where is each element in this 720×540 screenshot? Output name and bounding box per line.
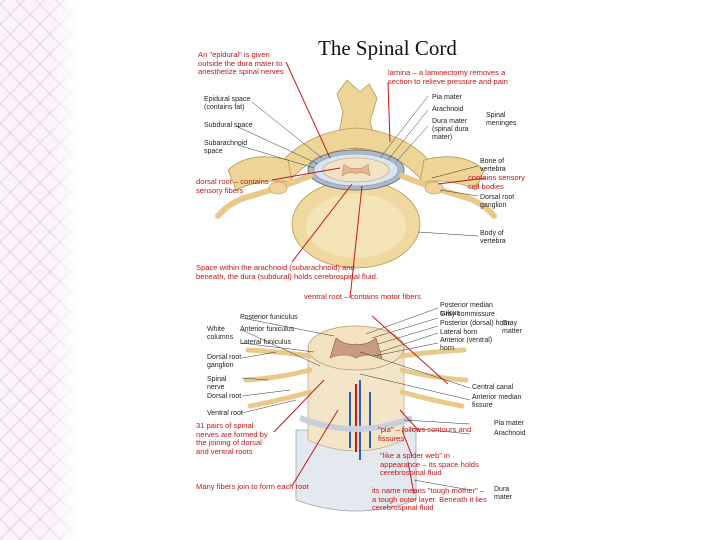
red-leader-lines: [271, 61, 487, 495]
dura-note: its name means "tough mother" – a tough …: [372, 486, 487, 513]
arachnoid-bottom-label: Arachnoid: [494, 430, 526, 437]
transverse-process-right: [419, 156, 485, 191]
pairs-note: 31 pairs of spinal nerves are formed by …: [196, 421, 268, 456]
epidural-space-label: Epidural space (contains fat): [204, 96, 251, 111]
anterior-vessels: [349, 380, 371, 460]
dura-mater-bottom-label: Dura mater: [494, 486, 512, 501]
dura-mater-label: Dura mater (spinal dura mater): [432, 118, 469, 141]
dorsal-root-ganglion-label: Dorsal root ganglion: [480, 194, 515, 209]
white-columns-label: White columns: [207, 326, 234, 341]
laminectomy-note: lamina – a laminectomy removes a section…: [388, 68, 508, 86]
spinal-cord-segment: [243, 325, 469, 512]
anterior-median-fissure-label: Anterior median fissure: [472, 394, 522, 409]
arachnoid-label: Arachnoid: [432, 106, 464, 113]
dorsal-root-ganglion-left: [268, 181, 288, 195]
gray-commissure-label: Gray commissure: [440, 311, 495, 318]
nerve-roots-left-bottom: [243, 347, 313, 409]
dorsal-root-ganglion-bottom-label: Dorsal root ganglion: [207, 354, 242, 369]
nerve-fibers-note: Many fibers join to form each root: [196, 482, 309, 491]
black-leader-lines: [235, 95, 479, 491]
dorsal-root-ganglion-right: [424, 181, 444, 195]
ventral-root-note: ventral root – contains motor fibers: [304, 292, 421, 301]
dorsal-root-note: dorsal root – contains sensory fibers: [196, 177, 269, 195]
gray-matter-butterfly-top: [341, 163, 371, 177]
central-canal-label: Central canal: [472, 384, 514, 391]
vertebral-body-inner: [306, 194, 406, 258]
pia-mater-bottom-label: Pia mater: [494, 420, 524, 427]
lateral-horn-label: Lateral horn: [440, 329, 478, 336]
gray-matter-butterfly-bottom: [329, 337, 383, 359]
pia-note: "pia" – follows contours and fissures: [378, 425, 472, 443]
epidural-note: An "epidural" is given outside the dura …: [198, 50, 284, 77]
spinal-nerve-right-top: [399, 173, 497, 219]
cell-bodies-note: contains sensory cell bodies: [468, 173, 525, 191]
posterior-median-sulcus-label: Posterior median sulcus: [440, 302, 493, 317]
spinal-nerve-label: Spinal nerve: [207, 376, 227, 391]
arachnoid-note: "like a spider web" in appearance – its …: [380, 451, 479, 478]
space-note: Space within the arachnoid (subarachnoid…: [196, 263, 378, 281]
slide-background-pattern: [0, 0, 80, 540]
posterior-funiculus-label: Posterior funiculus: [240, 314, 298, 321]
dura-sheath-bottom: [295, 429, 417, 512]
bone-of-vertebra-label: Bone of vertebra: [480, 158, 506, 173]
spinal-meninges-label: Spinal meninges: [486, 112, 517, 127]
lateral-funiculus-label: Lateral funiculus: [240, 339, 291, 346]
nerve-roots-right-bottom: [399, 347, 469, 409]
spinal-nerve-left-top: [215, 173, 313, 219]
transverse-process-left: [227, 156, 293, 191]
slide-title: The Spinal Cord: [318, 36, 457, 60]
gray-matter-label: Gray matter: [502, 320, 522, 335]
anterior-horn-label: Anterior (ventral) horn: [440, 337, 493, 352]
subdural-space-label: Subdural space: [204, 122, 253, 129]
pia-mater-label: Pia mater: [432, 94, 462, 101]
anterior-funiculus-label: Anterior funiculus: [240, 326, 295, 333]
subarachnoid-space-label: Subarachnoid space: [204, 140, 248, 155]
ventral-root-label: Ventral root: [207, 410, 243, 417]
posterior-horn-label: Posterior (dorsal) horn: [440, 320, 510, 327]
body-of-vertebra-label: Body of vertebra: [480, 230, 506, 245]
arachnoid-layer-bottom: [298, 415, 414, 432]
dorsal-root-label: Dorsal root: [207, 393, 242, 400]
vertebra-cross-section: [215, 79, 497, 269]
